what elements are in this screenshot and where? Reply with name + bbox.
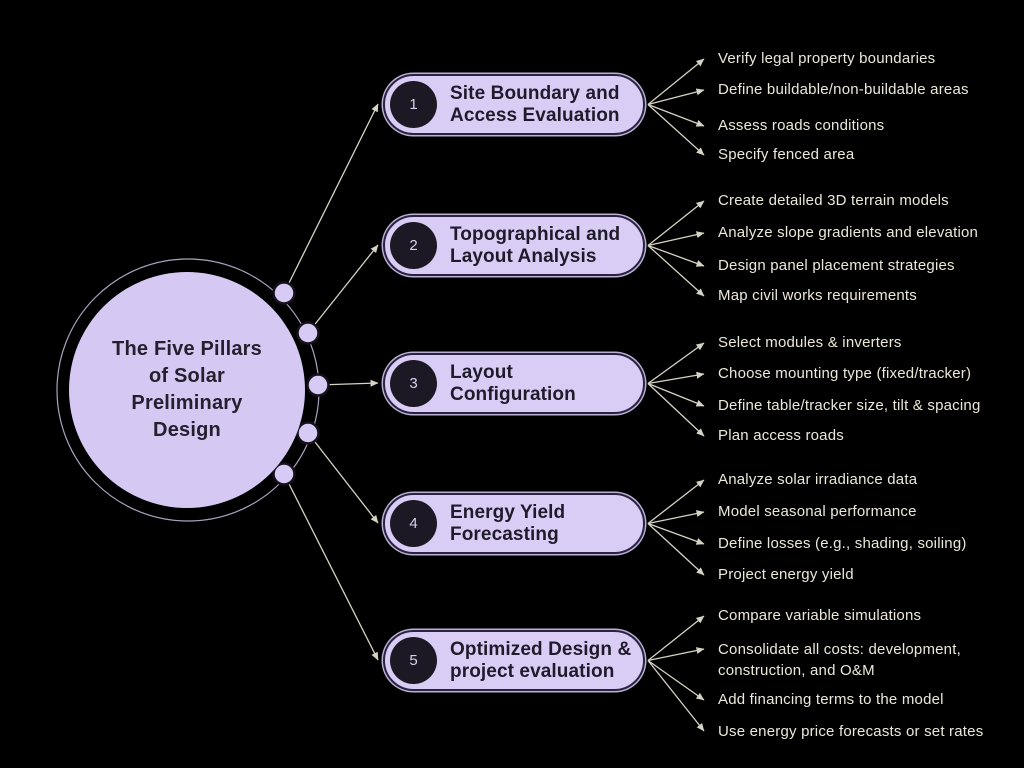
pillar-node-1: 1 Site Boundary and Access Evaluation: [383, 74, 645, 135]
leaf-item: Compare variable simulations: [718, 607, 922, 624]
connector-line: [647, 88, 705, 106]
central-topic-line: The Five Pillars: [112, 338, 262, 360]
connector-line: [647, 522, 705, 545]
leaf-item: Use energy price forecasts or set rates: [718, 723, 984, 740]
connector-line: [647, 479, 705, 525]
attachment-dot: [296, 321, 320, 345]
connector-line: [647, 244, 705, 267]
pillar-node-3: 3 Layout Configuration: [383, 353, 645, 414]
connector-line: [647, 200, 705, 247]
pillar-title: Optimized Design & project evaluation: [450, 638, 632, 682]
attachment-dot: [306, 373, 330, 397]
leaf-item: Specify fenced area: [718, 146, 855, 163]
connector-line: [647, 615, 705, 662]
pillar-number-badge: 2: [390, 222, 437, 269]
leaf-item: Design panel placement strategies: [718, 257, 955, 274]
connector-line: [307, 432, 379, 524]
connector-line: [283, 473, 379, 661]
pillar-node-2: 2 Topographical and Layout Analysis: [383, 215, 645, 276]
pillar-title: Site Boundary and Access Evaluation: [450, 82, 620, 126]
pillar-node-4: 4 Energy Yield Forecasting: [383, 493, 645, 554]
pillar-title: Energy Yield Forecasting: [450, 501, 566, 545]
pillar-number-badge: 4: [390, 500, 437, 547]
leaf-item: Define table/tracker size, tilt & spacin…: [718, 397, 981, 414]
leaf-item: Analyze solar irradiance data: [718, 471, 918, 488]
connector-line: [647, 103, 705, 127]
leaf-item: Project energy yield: [718, 566, 854, 583]
pillar-number-badge: 1: [390, 81, 437, 128]
connector-line: [647, 104, 705, 156]
central-topic-line: Design: [153, 419, 221, 441]
connector-line: [647, 647, 705, 662]
connector-line: [647, 382, 705, 407]
leaf-item: Analyze slope gradients and elevation: [718, 224, 979, 241]
leaf-item: Model seasonal performance: [718, 503, 917, 520]
pillar-node-5: 5 Optimized Design & project evaluation: [383, 630, 645, 691]
connector-line: [647, 231, 705, 247]
central-topic-line: Preliminary: [131, 392, 243, 414]
leaf-item: Create detailed 3D terrain models: [718, 192, 949, 209]
connector-line: [283, 103, 379, 294]
attachment-dot: [296, 421, 320, 445]
connector-line: [647, 58, 705, 106]
connector-line: [647, 659, 705, 701]
central-topic: The Five Pillars of Solar Preliminary De…: [69, 272, 305, 508]
connector-line: [647, 342, 705, 385]
connector-line: [647, 245, 705, 297]
leaf-item: Consolidate all costs: development, cons…: [718, 641, 961, 679]
leaf-item: Add financing terms to the model: [718, 691, 944, 708]
central-topic-line: of Solar: [148, 365, 226, 387]
pillar-title: Layout Configuration: [450, 361, 576, 405]
leaf-item: Assess roads conditions: [718, 117, 885, 134]
connector-line: [647, 510, 705, 525]
connector-line: [647, 383, 705, 437]
pillar-title: Topographical and Layout Analysis: [450, 223, 621, 267]
connector-line: [647, 523, 705, 576]
pillar-number-badge: 3: [390, 360, 437, 407]
leaf-item: Plan access roads: [718, 427, 844, 444]
leaf-item: Define losses (e.g., shading, soiling): [718, 535, 967, 552]
leaf-item: Select modules & inverters: [718, 334, 902, 351]
leaf-item: Define buildable/non-buildable areas: [718, 81, 969, 98]
leaf-item: Verify legal property boundaries: [718, 50, 936, 67]
connector-line: [647, 371, 705, 385]
connector-line: [647, 660, 705, 732]
leaf-item: Map civil works requirements: [718, 287, 917, 304]
pillar-number-badge: 5: [390, 637, 437, 684]
leaf-item: Choose mounting type (fixed/tracker): [718, 365, 972, 382]
attachment-dot: [272, 462, 296, 486]
connector-line: [307, 244, 379, 334]
attachment-dot: [272, 281, 296, 305]
